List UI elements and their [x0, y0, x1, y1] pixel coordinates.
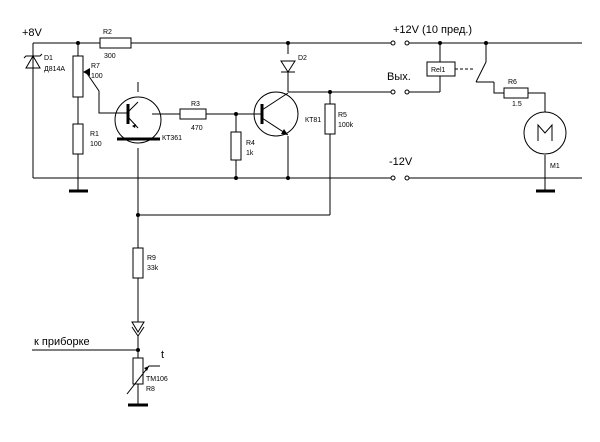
label-plus8v: +8V — [22, 27, 43, 39]
r1-value: 100 — [90, 141, 102, 148]
r1-ref: R1 — [90, 131, 99, 138]
rel1-ref: Rel1 — [431, 67, 446, 74]
d2-ref: D2 — [298, 55, 307, 62]
r9-ref: R9 — [147, 255, 156, 262]
r4-ref: R4 — [246, 140, 255, 147]
r7-ref: R7 — [91, 63, 100, 70]
thermistor-r8 — [126, 357, 160, 395]
ground-symbols — [69, 189, 555, 407]
r9-value: 33k — [147, 265, 159, 272]
resistor-r9 — [132, 247, 144, 279]
transistor-t2 — [253, 91, 299, 137]
r6-ref: R6 — [508, 79, 517, 86]
resistor-r3 — [179, 108, 207, 120]
connector-arrow — [131, 321, 145, 337]
resistor-r1 — [72, 123, 84, 155]
junction-dots — [76, 41, 488, 352]
diode-d2 — [280, 60, 296, 73]
t1-part: КТ361 — [162, 135, 182, 142]
label-output: Вых. — [387, 71, 411, 83]
label-plus12v: +12V (10 пред.) — [393, 24, 472, 36]
label-minus12v: -12V — [389, 156, 413, 168]
terminals — [390, 40, 410, 181]
r7-value: 100 — [91, 73, 103, 80]
r8-part: ТМ106 — [146, 376, 168, 383]
motor-m1 — [523, 111, 567, 155]
r2-value: 300 — [104, 53, 116, 60]
resistor-r5 — [324, 103, 336, 135]
relay-rel1 — [426, 61, 494, 83]
zener-diode-d1 — [23, 53, 43, 69]
resistor-r6 — [503, 87, 529, 99]
transistor-t1 — [114, 96, 162, 144]
r3-value: 470 — [191, 125, 203, 132]
d1-part: Д814А — [44, 66, 65, 73]
r2-ref: R2 — [103, 29, 112, 36]
r4-value: 1k — [246, 150, 254, 157]
resistor-r2 — [99, 37, 132, 49]
r8-ref: R8 — [146, 386, 155, 393]
m1-ref: M1 — [550, 163, 560, 170]
wires — [32, 42, 582, 404]
r5-ref: R5 — [338, 112, 347, 119]
r6-value: 1.5 — [512, 101, 522, 108]
r5-value: 100k — [338, 122, 354, 129]
label-t: t — [161, 349, 164, 361]
resistor-r7 — [72, 55, 90, 98]
resistor-r4 — [230, 131, 242, 161]
d1-ref: D1 — [44, 55, 53, 62]
t2-part: КТ81 — [305, 117, 321, 124]
label-to-panel: к приборке — [34, 336, 90, 348]
r3-ref: R3 — [191, 101, 200, 108]
